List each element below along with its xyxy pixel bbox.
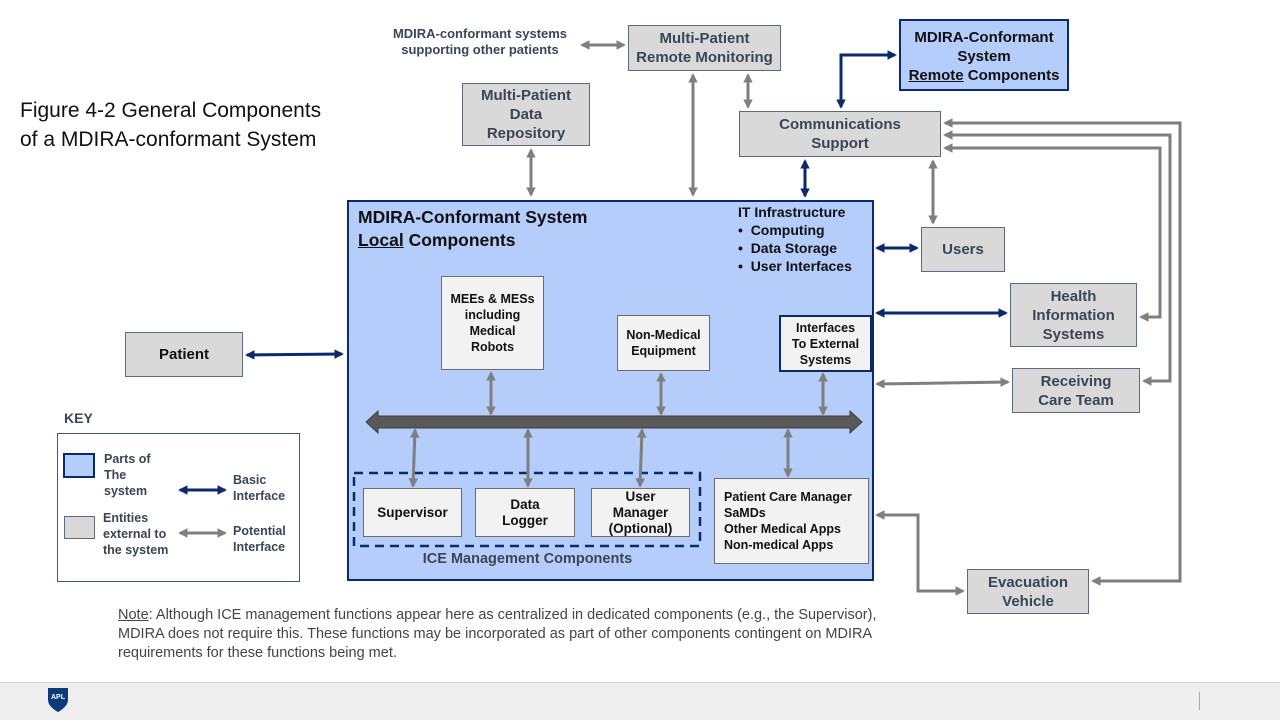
footnote-label: Note [118, 607, 149, 623]
it-infrastructure: IT Infrastructure • Computing • Data Sto… [738, 203, 873, 275]
app-item: Non-medical Apps [724, 538, 834, 552]
user-manager-box: User Manager (Optional) [591, 488, 690, 537]
bus-link-usermanager [635, 428, 647, 488]
it-infrastructure-heading: IT Infrastructure [738, 204, 846, 220]
system-bus [365, 409, 863, 435]
link-comms-remote [836, 50, 897, 109]
link-local-receiving [875, 377, 1010, 389]
app-item: Patient Care Manager [724, 490, 852, 504]
key-parts-label: Parts of The system [104, 452, 151, 498]
bus-link-supervisor [408, 428, 420, 488]
page-title: Figure 4-2 General Components of a MDIRA… [20, 99, 322, 151]
app-item: Other Medical Apps [724, 522, 841, 536]
it-item: • Computing [738, 222, 825, 238]
local-components-title-line1: MDIRA-Conformant System [358, 207, 588, 227]
external-systems-label: MDIRA-conformant systems supporting othe… [392, 26, 568, 57]
app-item: SaMDs [724, 506, 766, 520]
it-item: • Data Storage [738, 240, 838, 256]
interfaces-external-box: Interfaces To External Systems [779, 315, 872, 372]
remote-components-box: MDIRA-Conformant System Remote Component… [899, 19, 1069, 91]
non-medical-equipment-box: Non-Medical Equipment [617, 315, 710, 371]
supervisor-box: Supervisor [363, 488, 462, 537]
remote-underlined: Remote [908, 67, 964, 84]
footnote: Note: Although ICE management functions … [118, 606, 898, 663]
link-patient-local [245, 349, 344, 360]
key-basic-label: Basic Interface [233, 473, 286, 503]
apl-logo: APL [47, 687, 69, 713]
shield-icon [48, 688, 68, 712]
link-comms-health [943, 143, 1162, 322]
footer-bar [0, 682, 1280, 720]
apl-logo-text: APL [51, 694, 65, 701]
local-components-title: MDIRA-Conformant System Local Components [358, 206, 658, 252]
key-parts-swatch [63, 453, 95, 478]
multi-patient-monitoring-box: Multi-Patient Remote Monitoring [628, 25, 781, 71]
key-entities-label: Entities external to the system [103, 511, 169, 557]
key-title: KEY [64, 410, 93, 426]
local-rest: Components [403, 230, 516, 250]
link-comms-receiving [943, 130, 1172, 386]
link-apps-evacuation [875, 510, 965, 596]
data-logger-box: Data Logger [475, 488, 575, 537]
multi-patient-repository-box: Multi-Patient Data Repository [462, 83, 590, 146]
apps-box: Patient Care Manager SaMDs Other Medical… [714, 478, 869, 564]
patient-box: Patient [125, 332, 243, 377]
mees-mess-box: MEEs & MESs including Medical Robots [441, 276, 544, 370]
remote-rest: Components [963, 67, 1060, 84]
remote-line2: System [957, 48, 1011, 65]
remote-line1: MDIRA-Conformant [914, 29, 1054, 46]
key-box [57, 433, 300, 582]
ice-management-label: ICE Management Components [422, 551, 633, 567]
footer-divider [1199, 692, 1200, 710]
key-potential-label: Potential Interface [233, 524, 286, 554]
local-underlined: Local [358, 230, 404, 250]
footnote-text: : Although ICE management functions appe… [118, 607, 877, 661]
key-entities-swatch [64, 516, 95, 539]
it-item: • User Interfaces [738, 258, 852, 274]
communications-support-box: Communications Support [739, 111, 941, 157]
link-comms-evacuation [943, 118, 1182, 586]
